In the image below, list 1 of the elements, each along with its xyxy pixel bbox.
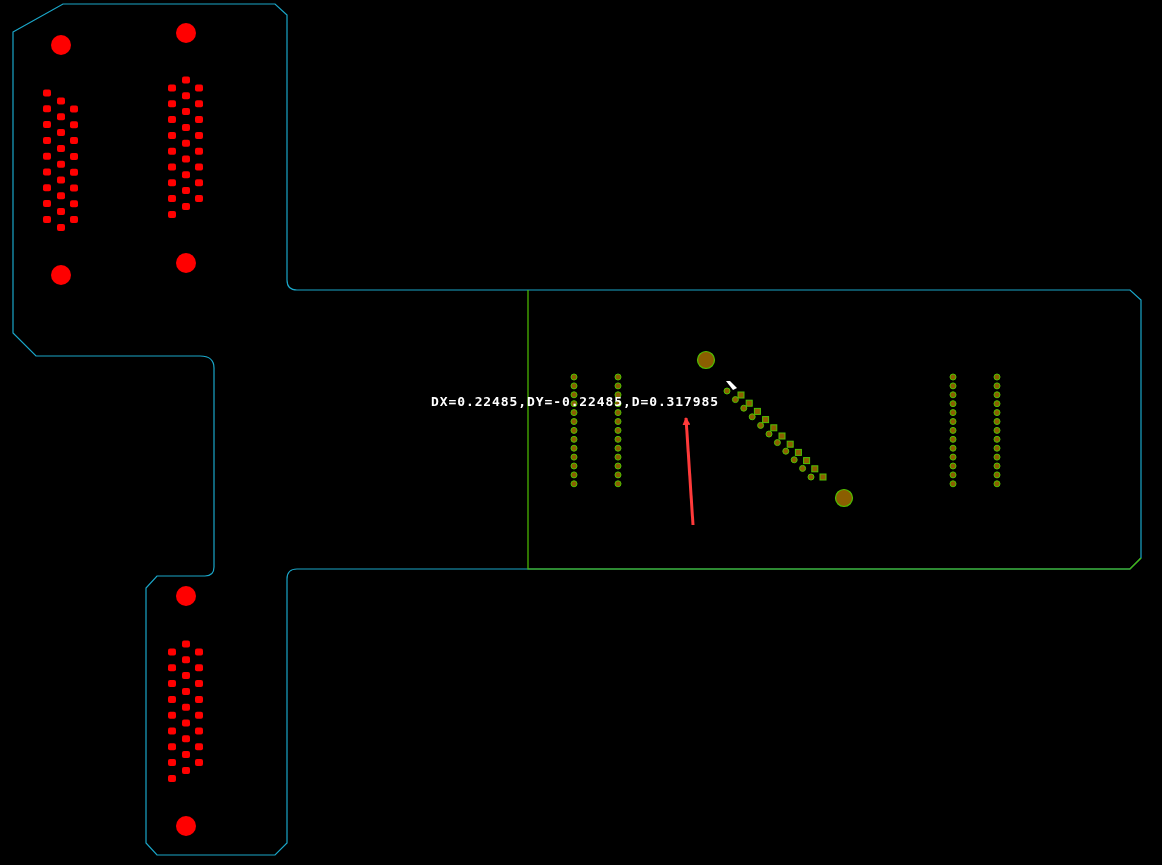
measurement-readout: DX=0.22485,DY=-0.22485,D=0.317985: [431, 394, 719, 409]
